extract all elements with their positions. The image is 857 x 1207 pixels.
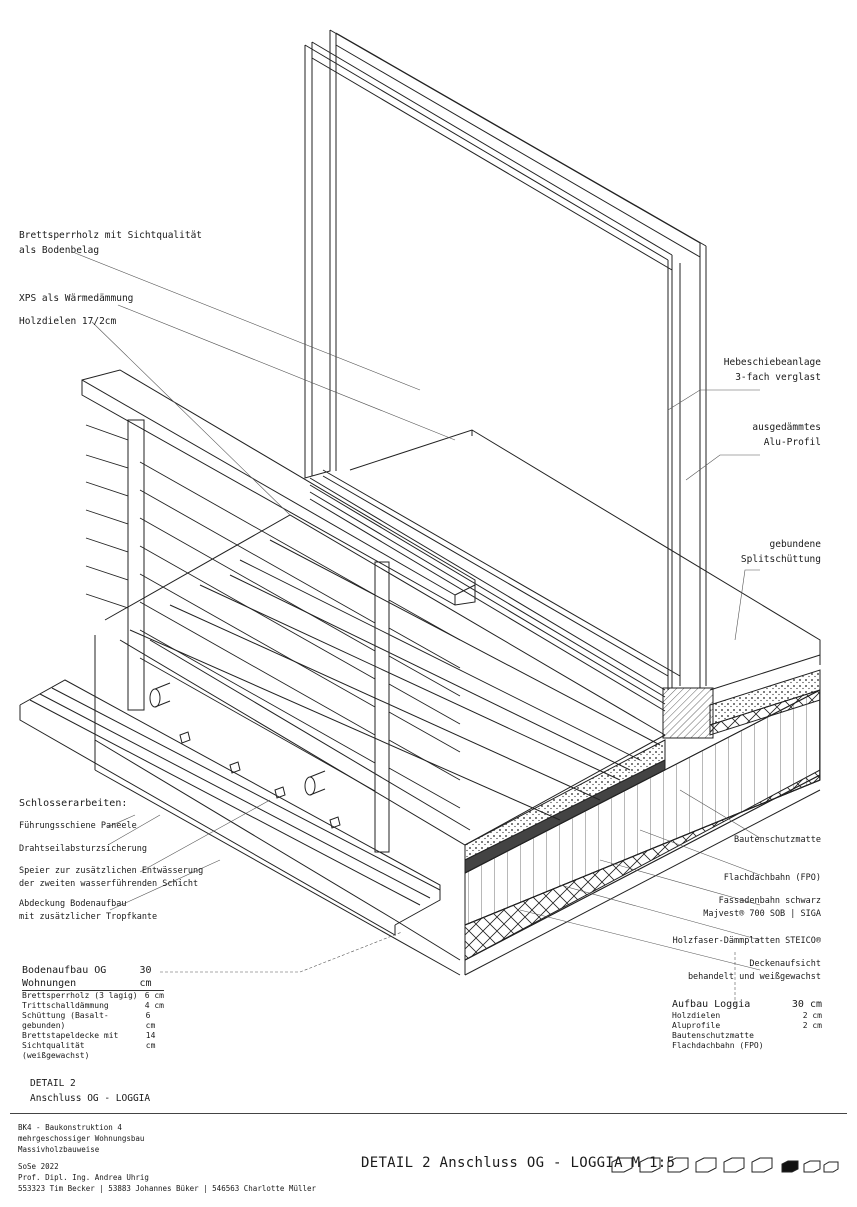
label-fassadenbahn: Fassadenbahn schwarz Majvest® 700 SOB | … xyxy=(703,896,821,919)
edge-cover-profile xyxy=(19,679,441,936)
sheet-icon-5 xyxy=(723,1157,745,1173)
handrail xyxy=(81,369,476,606)
railing-posts xyxy=(127,419,390,853)
sheet-icon-6 xyxy=(751,1157,773,1173)
sheet-icon-8 xyxy=(803,1160,821,1173)
bodenaufbau-title: Bodenaufbau OG Wohnungen xyxy=(22,965,107,989)
label-bautenschutzmatte: Bautenschutzmatte xyxy=(734,835,821,845)
label-alu-profil: ausgedämmtes Alu-Profil xyxy=(752,422,821,448)
drain-spouts xyxy=(149,682,341,829)
label-splitschuettung: gebundene Splitschüttung xyxy=(740,539,821,565)
sheet-icon-active xyxy=(781,1160,799,1173)
label-xps: XPS als Wärmedämmung xyxy=(19,293,134,304)
sheet-icon-9 xyxy=(823,1161,839,1173)
bodenaufbau-row: Brettsperrholz (3 lagig)6 cm xyxy=(22,991,164,1000)
sheet-icon-4 xyxy=(695,1157,717,1173)
title-block: BK4 - Baukonstruktion 4 mehrgeschossiger… xyxy=(10,1113,847,1198)
aufbau-loggia-title: Aufbau Loggia xyxy=(672,999,751,1010)
bodenaufbau-row: Schüttung (Basalt-gebunden)6 cm xyxy=(22,1011,156,1030)
sheet-icon-3 xyxy=(667,1157,689,1173)
course-info: BK4 - Baukonstruktion 4 mehrgeschossiger… xyxy=(18,1123,145,1154)
label-flachdachbahn: Flachdachbahn (FPO) xyxy=(723,873,821,883)
label-hebeschiebeanlage: Hebeschiebeanlage 3-fach verglast xyxy=(723,357,821,383)
label-drahtseil: Drahtseilabsturzsicherung xyxy=(19,844,147,854)
aufbau-loggia-row: Bautenschutzmatte xyxy=(672,1031,754,1040)
bodenaufbau-total: 30 cm xyxy=(139,965,152,989)
sheet-title: DETAIL 2 Anschluss OG - LOGGIA M 1:5 xyxy=(361,1155,676,1171)
aufbau-loggia-row: Flachdachbahn (FPO) xyxy=(672,1041,764,1050)
door-threshold-rails xyxy=(309,477,714,739)
sheet-index-icons xyxy=(611,1157,839,1173)
aufbau-loggia-header: Aufbau Loggia 30 cm xyxy=(672,998,822,1011)
label-holzfaser: Holzfaser-Dämmplatten STEICO® xyxy=(672,936,821,946)
bodenaufbau-header: Bodenaufbau OG Wohnungen 30 cm xyxy=(22,964,164,991)
leader-lines xyxy=(74,252,761,1005)
sheet-icon-1 xyxy=(611,1157,633,1173)
base-slab xyxy=(94,635,461,976)
deck-section-layers xyxy=(464,669,821,976)
glass-door-frames xyxy=(304,29,707,690)
sheet-icon-2 xyxy=(639,1157,661,1173)
railing-cables xyxy=(85,424,461,809)
label-schlosserarbeiten: Schlosserarbeiten: xyxy=(19,798,128,809)
detail-caption: DETAIL 2 Anschluss OG - LOGGIA xyxy=(30,1078,151,1104)
label-deckenaufsicht: Deckenaufsicht behandelt und weißgewachs… xyxy=(687,959,821,982)
label-brettsperrholz: Brettsperrholz mit Sichtqualität als Bod… xyxy=(19,230,203,256)
label-speier: Speier zur zusätzlichen Entwässerung der… xyxy=(19,866,204,889)
aufbau-loggia-total: 30 cm xyxy=(791,999,822,1010)
author-info: SoSe 2022 Prof. Dipl. Ing. Andrea Uhrig … xyxy=(18,1162,317,1193)
label-abdeckung: Abdeckung Bodenaufbau mit zusätzlicher T… xyxy=(19,899,158,922)
interior-floor-slab xyxy=(349,429,821,691)
bodenaufbau-row: (weißgewachst) xyxy=(22,1051,90,1060)
label-holzdielen: Holzdielen 17/2cm xyxy=(19,316,117,327)
label-fuehrungsschiene: Führungsschiene Paneele xyxy=(19,821,137,831)
bodenaufbau-table: Bodenaufbau OG Wohnungen 30 cm Brettsper… xyxy=(22,964,164,1061)
